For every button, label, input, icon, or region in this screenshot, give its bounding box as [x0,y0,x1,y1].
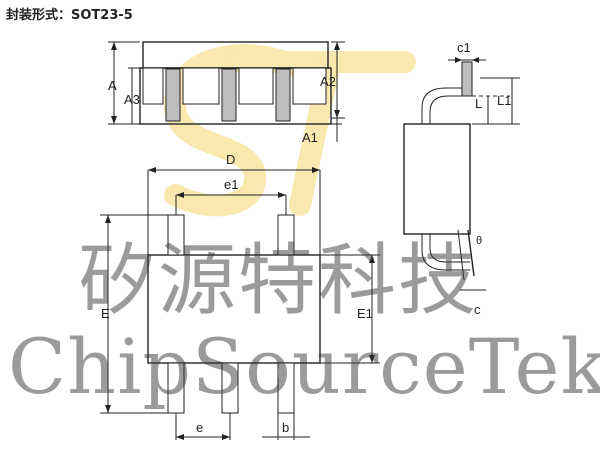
dim-label-c1: c1 [457,40,471,55]
dim-label-A: A [108,78,117,93]
watermark-english-text: ChipSourceTek [8,322,600,411]
dim-label-A3: A3 [124,92,140,107]
top-view [100,167,380,440]
dim-label-c: c [474,302,481,317]
dim-label-A1: A1 [302,130,318,145]
dim-label-e: e [196,420,203,435]
watermark-chinese-text: 矽源特科技 [78,236,479,326]
dim-label-L: L [475,96,482,111]
side-view [108,41,345,142]
dim-label-L1: L1 [497,93,511,108]
dim-label-theta: θ [476,235,482,247]
dim-label-b: b [282,420,289,435]
dim-label-A2: A2 [320,74,336,89]
profile-view [403,57,520,291]
dim-label-D: D [226,152,235,167]
page-title: 封装形式：SOT23-5 [6,8,133,23]
dim-label-e1: e1 [224,177,238,192]
dim-label-E: E [101,306,110,321]
dim-label-E1: E1 [357,306,373,321]
